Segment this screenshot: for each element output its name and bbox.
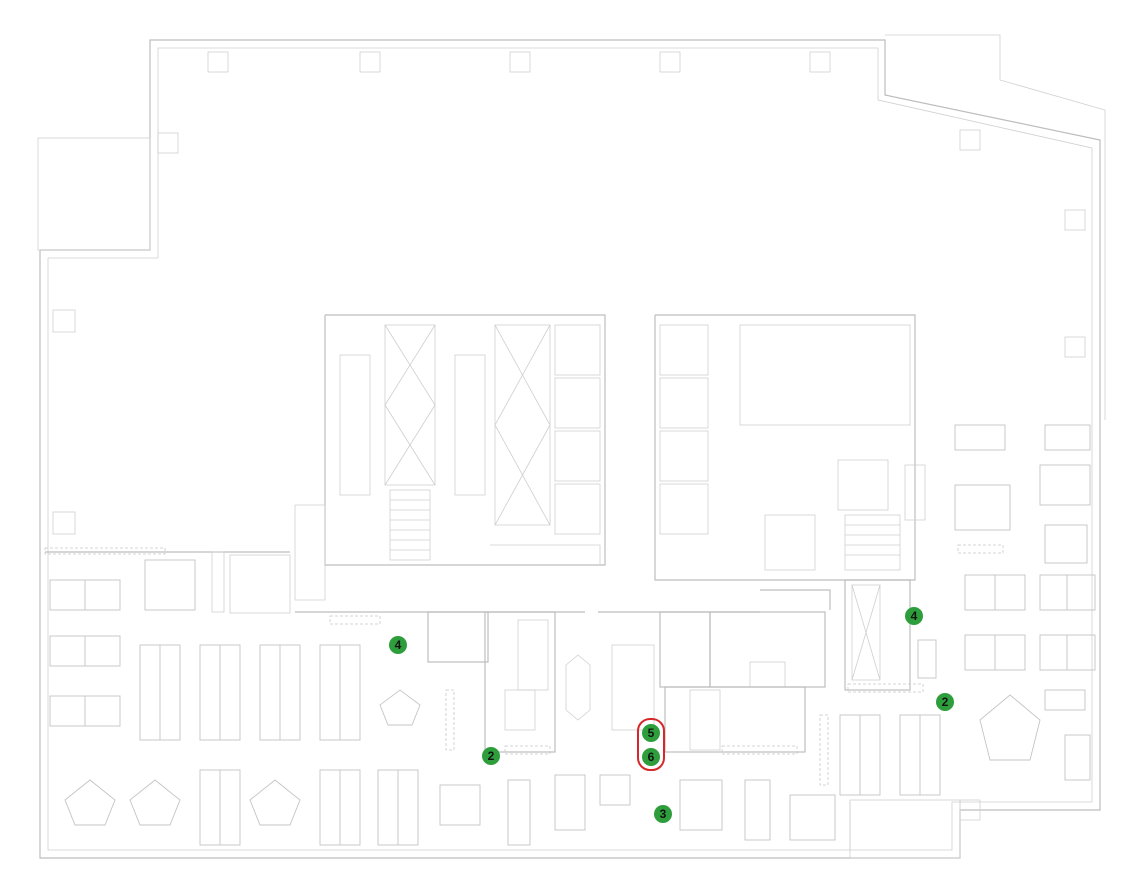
marker-label: 2 — [942, 695, 949, 709]
desk-clusters — [49, 559, 836, 846]
marker-m6[interactable]: 6 — [642, 748, 660, 766]
marker-m3[interactable]: 3 — [654, 805, 672, 823]
location-pin-icon — [482, 747, 500, 765]
marker-m4b[interactable]: 4 — [905, 607, 923, 625]
marker-m2b[interactable]: 2 — [936, 693, 954, 711]
marker-label: 2 — [488, 749, 495, 763]
marker-label: 5 — [648, 726, 655, 740]
marker-label: 4 — [395, 638, 402, 652]
marker-label: 4 — [911, 609, 918, 623]
desk-clusters-right — [839, 424, 1096, 796]
highlight-ring — [637, 718, 665, 771]
location-pin-icon — [642, 724, 660, 742]
marker-label: 6 — [648, 750, 655, 764]
location-pin-icon — [936, 693, 954, 711]
marker-label: 3 — [660, 807, 667, 821]
location-pin-icon — [905, 607, 923, 625]
location-pin-icon — [654, 805, 672, 823]
core-left — [294, 314, 606, 601]
marker-m2a[interactable]: 2 — [482, 747, 500, 765]
marker-m5[interactable]: 5 — [642, 724, 660, 742]
structural-columns — [52, 51, 1086, 821]
interior-rooms — [44, 547, 924, 786]
location-pin-icon — [642, 748, 660, 766]
core-right — [654, 314, 926, 581]
building-outline — [37, 34, 1106, 859]
location-pin-icon — [389, 636, 407, 654]
marker-m4a[interactable]: 4 — [389, 636, 407, 654]
